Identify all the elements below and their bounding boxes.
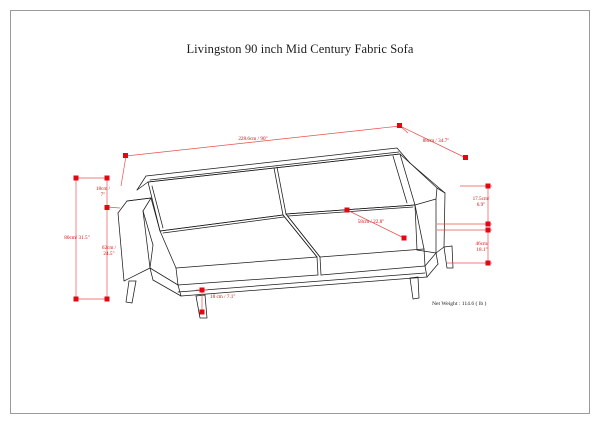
dimension-label-arm-height: 62cm / 24.5" <box>101 245 117 258</box>
marker-width-right <box>397 123 402 128</box>
ext-width-left <box>120 155 127 187</box>
marker-right-mid-b <box>485 227 491 233</box>
dimension-label-seat-height: 46cm/ 18.1" <box>475 241 489 254</box>
marker-arm-mid <box>104 205 110 210</box>
marker-left-top <box>73 175 79 181</box>
dimline-seat-depth <box>346 209 405 239</box>
marker-left-bottom <box>73 296 79 302</box>
marker-depth-right <box>463 155 468 160</box>
sofa-illustration <box>117 147 454 319</box>
marker-right-top <box>485 183 491 189</box>
marker-seat-b <box>401 235 407 241</box>
marker-right-mid-a <box>485 221 491 227</box>
marker-arm-bottom <box>104 296 110 302</box>
dimension-label-seat-depth: 58cm / 22.8" <box>357 219 385 225</box>
marker-arm-top <box>104 175 110 181</box>
dimension-label-leg-height: 18 cm / 7.1" <box>210 294 236 300</box>
dimension-markers <box>73 123 491 315</box>
dimension-label-overall-depth: 88cm / 34.7" <box>422 138 450 144</box>
dimline-overall-depth <box>399 125 467 159</box>
page-title: Livingston 90 inch Mid Century Fabric So… <box>186 42 414 56</box>
marker-leg-bottom <box>199 309 205 315</box>
dimension-label-overall-width: 228.6cm / 90" <box>238 136 268 142</box>
marker-leg-top <box>199 287 205 293</box>
marker-width-left <box>123 153 128 158</box>
dimension-label-arm-thickness: 18cm / 7" <box>95 186 111 199</box>
marker-right-bottom <box>485 260 491 266</box>
marker-seat-a <box>344 207 350 213</box>
dimline-overall-width <box>125 125 401 157</box>
dimension-label-overall-height: 80cm/ 31.5" <box>64 235 90 241</box>
dimension-label-back-cushion-height: 17.5cm/ 6.9" <box>472 196 490 209</box>
net-weight-label: Net Weight : 114.6 ( lb ) <box>432 301 487 307</box>
